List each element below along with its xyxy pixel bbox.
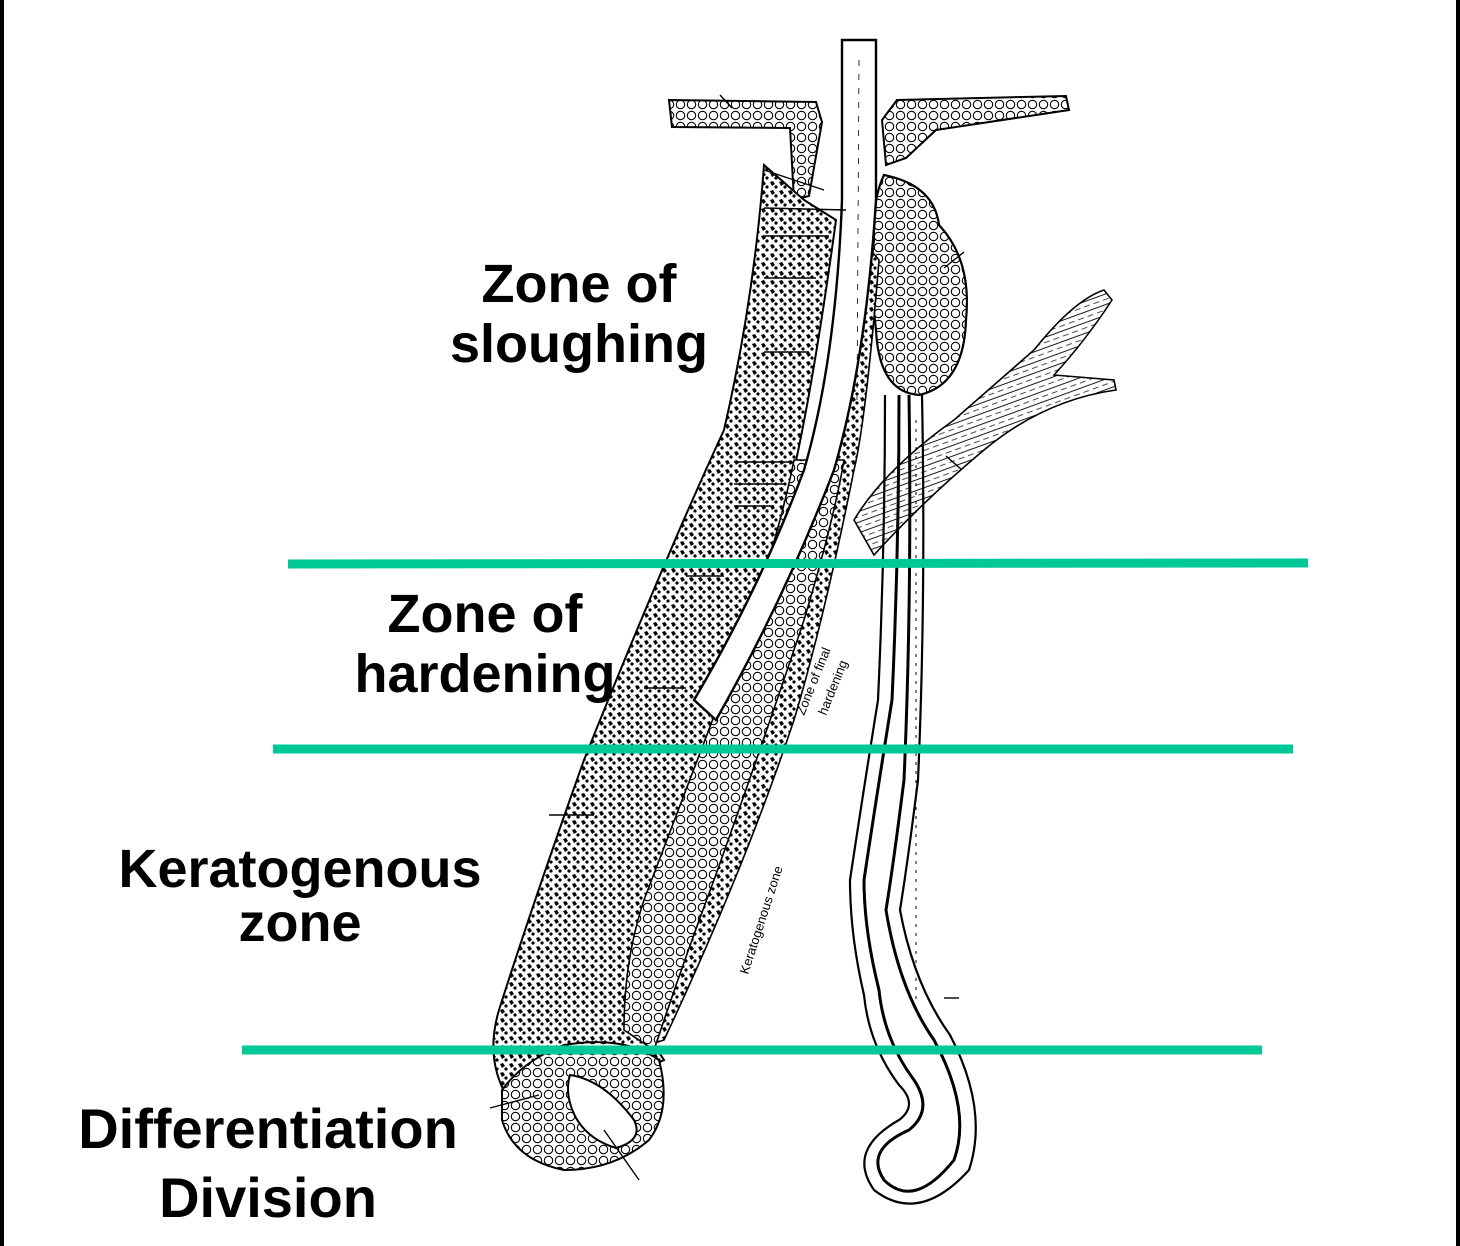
hair-follicle-illustration: Zone of final hardening Keratogenous zon… xyxy=(4,0,1456,1246)
label-keratogenous-line2: zone xyxy=(80,896,520,950)
label-hardening-line1: Zone of xyxy=(330,584,640,644)
label-differentiation-division: Differentiation Division xyxy=(48,1094,488,1233)
label-zone-of-hardening: Zone of hardening xyxy=(330,584,640,705)
label-zone-of-sloughing: Zone of sloughing xyxy=(424,254,734,375)
inner-label-keratogenous: Keratogenous zone xyxy=(737,864,786,976)
divider-sloughing-hardening xyxy=(288,563,1308,564)
label-sloughing-line2: sloughing xyxy=(424,314,734,374)
label-differentiation: Differentiation xyxy=(48,1094,488,1163)
label-keratogenous-line1: Keratogenous xyxy=(80,842,520,896)
epidermis-right xyxy=(882,96,1069,165)
sebaceous-gland xyxy=(872,175,967,395)
epidermis-left xyxy=(669,100,822,200)
label-hardening-line2: hardening xyxy=(330,644,640,704)
label-sloughing-line1: Zone of xyxy=(424,254,734,314)
diagram-canvas: Zone of final hardening Keratogenous zon… xyxy=(4,0,1456,1246)
label-keratogenous-zone: Keratogenous zone xyxy=(80,842,520,950)
label-division: Division xyxy=(48,1163,488,1232)
